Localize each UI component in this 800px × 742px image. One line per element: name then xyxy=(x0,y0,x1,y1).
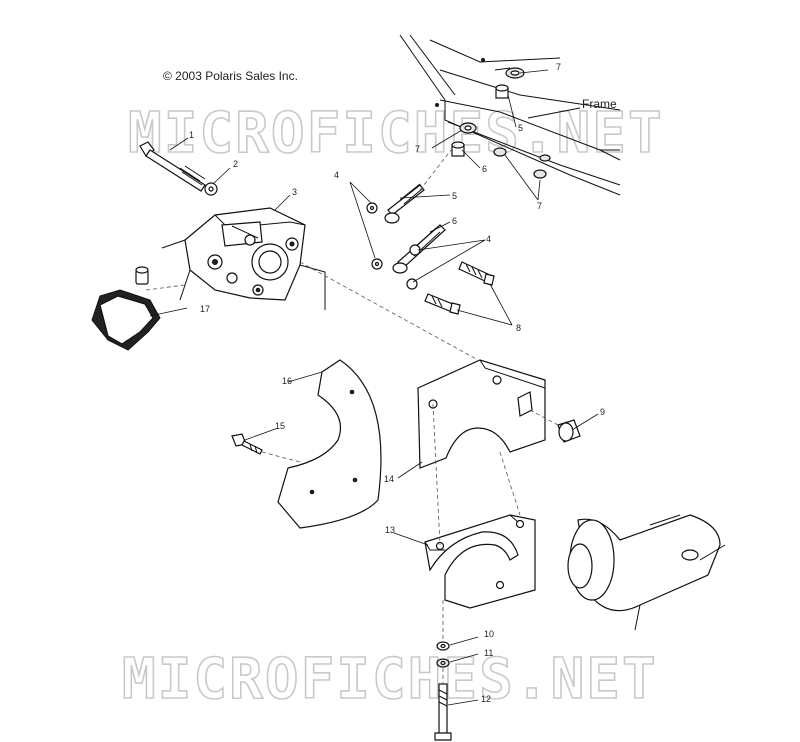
brake-pad-17 xyxy=(91,289,161,351)
callout-8: 8 xyxy=(516,323,521,333)
callout-3: 3 xyxy=(292,187,297,197)
callout-7-left: 7 xyxy=(415,144,420,154)
bracket-14 xyxy=(417,359,546,469)
callout-12: 12 xyxy=(481,694,491,704)
bushing-9 xyxy=(557,419,581,443)
washer-2 xyxy=(204,182,218,196)
callout-6-lower: 6 xyxy=(452,216,457,226)
frame-label: Frame xyxy=(582,97,617,111)
watermark-top: MICROFICHES.NET xyxy=(128,101,664,166)
callout-14: 14 xyxy=(384,474,394,484)
callout-15: 15 xyxy=(275,421,285,431)
frame-bushings xyxy=(435,58,551,179)
tie-rod-6 xyxy=(392,224,446,274)
leader-lines xyxy=(149,69,599,706)
bolts-8 xyxy=(424,261,495,315)
callout-5-upper: 5 xyxy=(518,123,523,133)
callouts: 1 2 3 4 4 5 5 6 6 7 7 7 8 9 10 11 12 13 … xyxy=(189,62,605,704)
caliper-3 xyxy=(184,207,306,301)
callout-17: 17 xyxy=(200,304,210,314)
bolt-15 xyxy=(231,433,263,455)
callout-2: 2 xyxy=(233,159,238,169)
callout-5-lower: 5 xyxy=(452,191,457,201)
tie-rod-5 xyxy=(384,183,425,224)
frame-structure xyxy=(399,34,621,196)
callout-1: 1 xyxy=(189,130,194,140)
callout-7-right: 7 xyxy=(537,201,542,211)
watermark-bottom: MICROFICHES.NET xyxy=(122,647,658,712)
pin xyxy=(135,266,149,285)
callout-10: 10 xyxy=(484,629,494,639)
callout-6-upper: 6 xyxy=(482,164,487,174)
callout-4-lower: 4 xyxy=(486,234,491,244)
copyright-text: © 2003 Polaris Sales Inc. xyxy=(163,69,298,83)
callout-4-upper: 4 xyxy=(334,170,339,180)
assembly-lines xyxy=(145,144,559,684)
bolt-1 xyxy=(139,141,206,192)
axle-housing xyxy=(567,514,726,631)
brake-disc-16 xyxy=(277,359,382,529)
callout-7-top: 7 xyxy=(556,62,561,72)
callout-13: 13 xyxy=(385,525,395,535)
washer-11 xyxy=(436,658,450,668)
clamp-13 xyxy=(424,514,536,609)
callout-9: 9 xyxy=(600,407,605,417)
washer-10 xyxy=(436,641,450,651)
callout-16: 16 xyxy=(282,376,292,386)
callout-11: 11 xyxy=(484,648,493,658)
